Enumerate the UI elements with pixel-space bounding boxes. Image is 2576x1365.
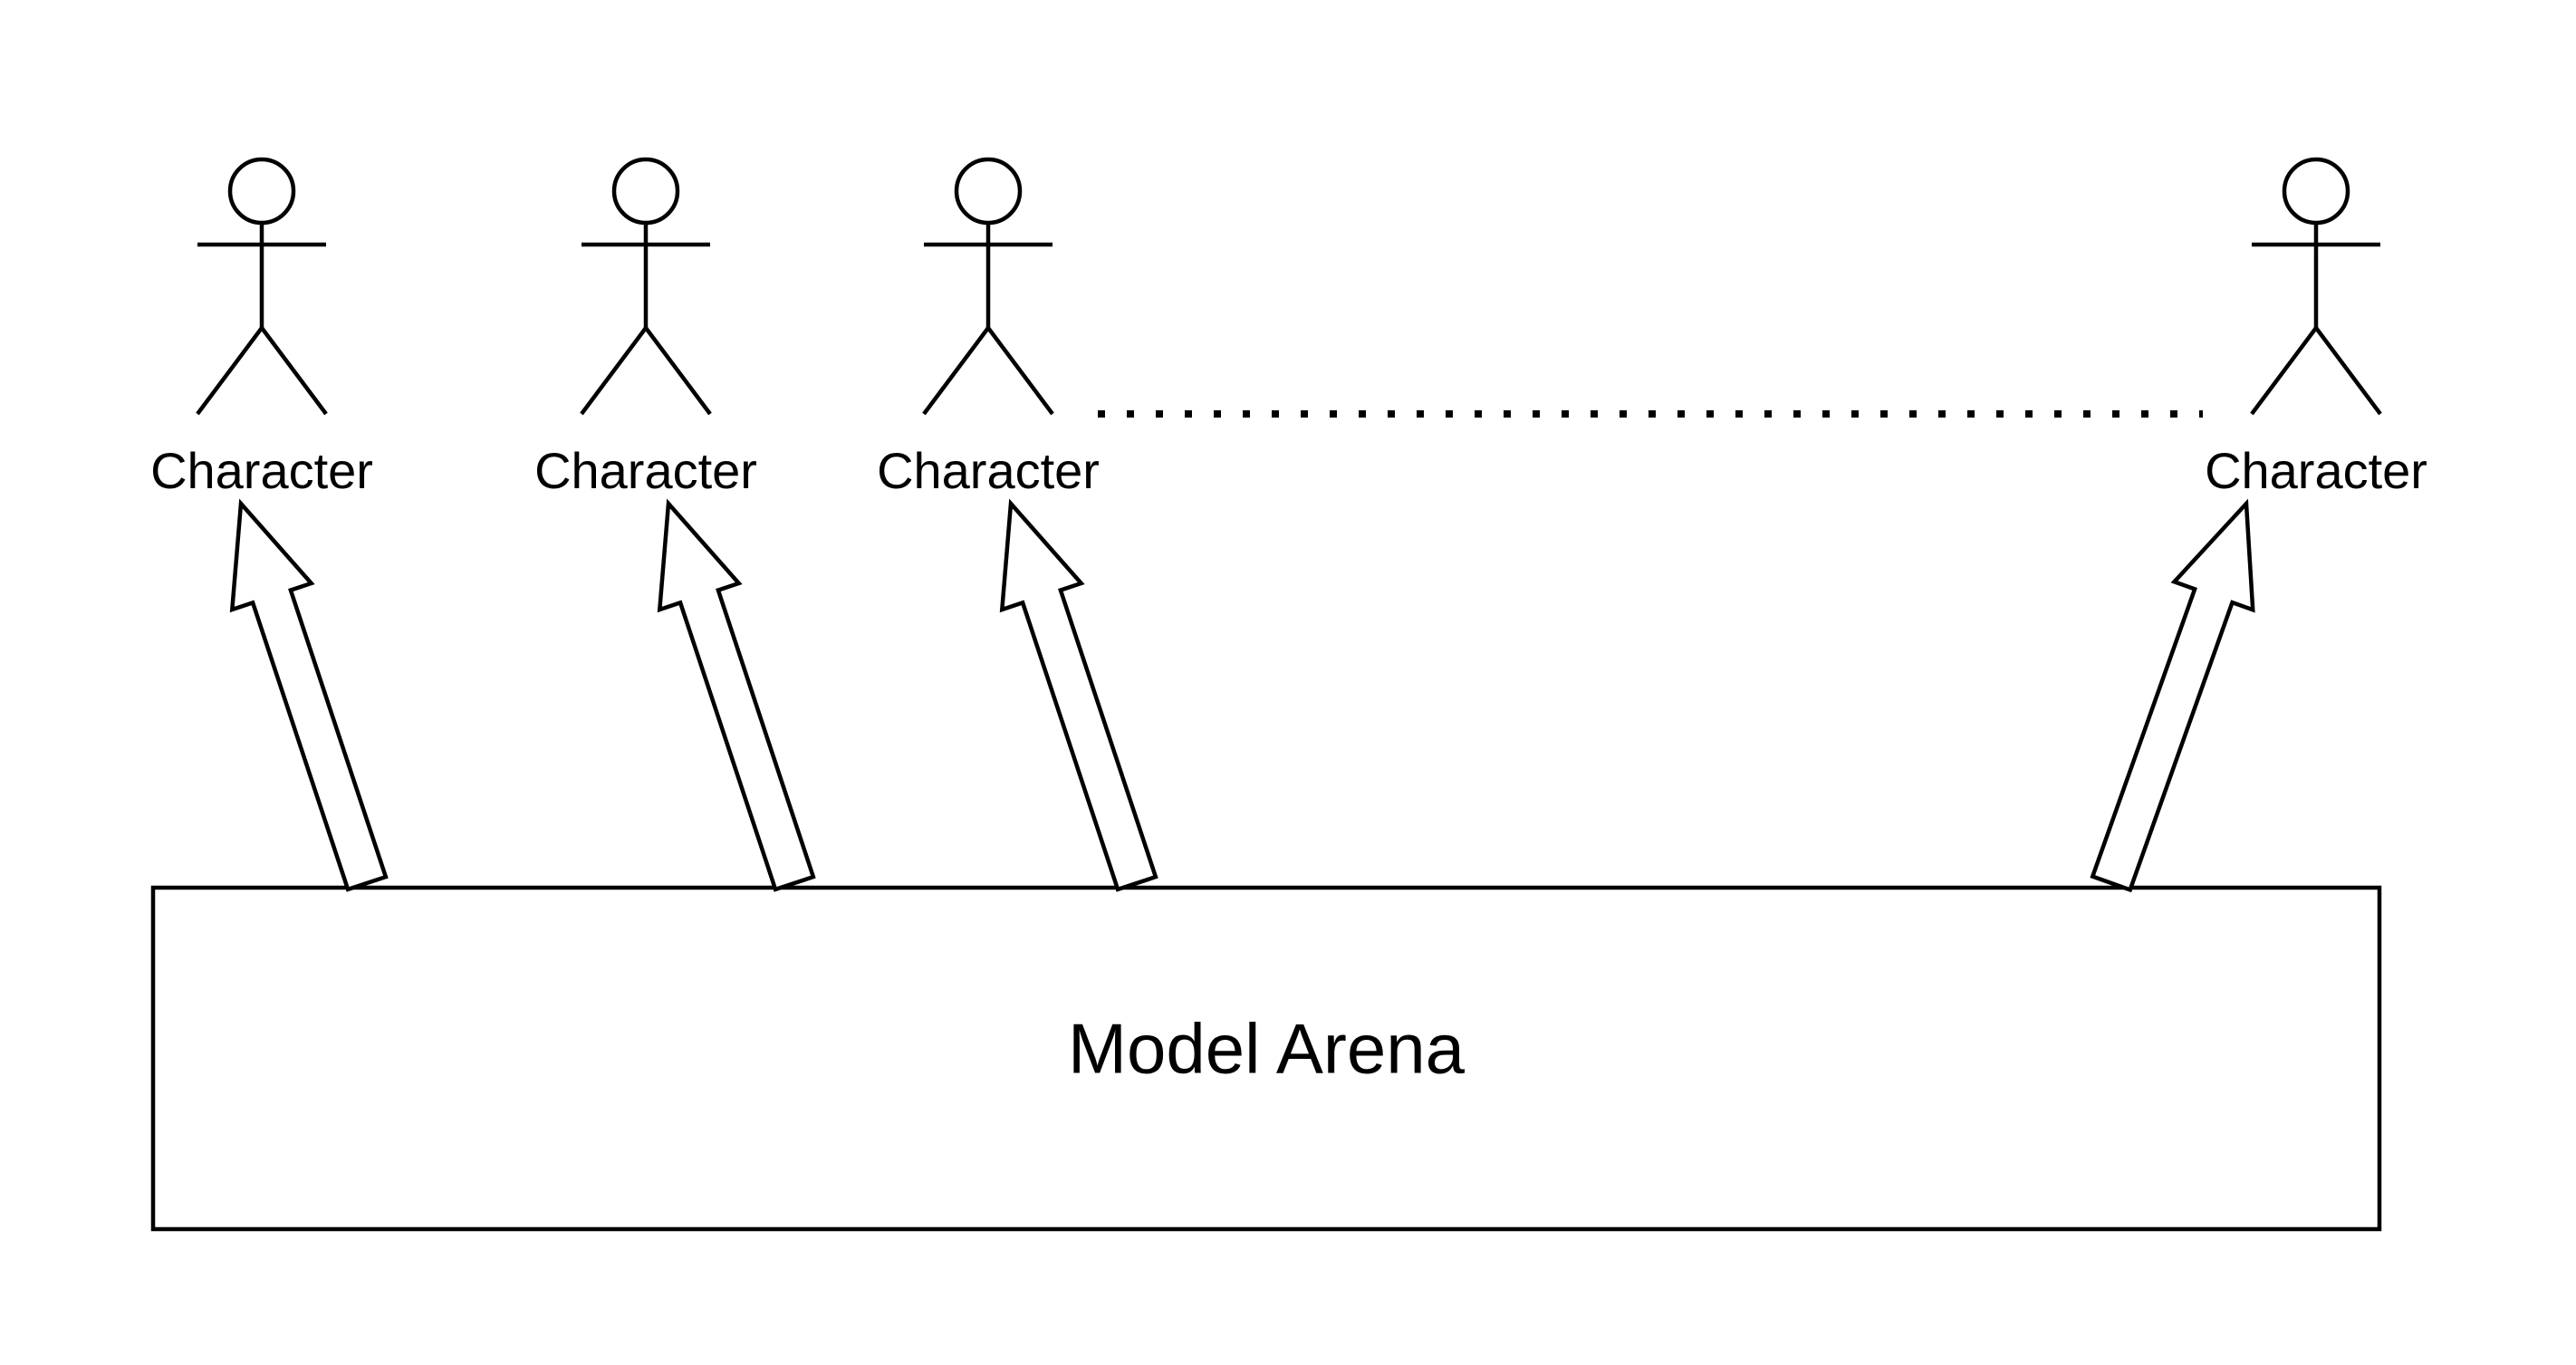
character-label: Character: [534, 442, 757, 499]
model-arena-box: Model Arena: [150, 885, 2382, 1232]
character-actor-4: Character: [2205, 157, 2427, 499]
character-label: Character: [150, 442, 373, 499]
character-label: Character: [877, 442, 1100, 499]
block-arrow-1: [229, 498, 389, 892]
model-arena-label: Model Arena: [1068, 1009, 1466, 1089]
stick-figure-icon: [922, 157, 1054, 416]
stick-figure-icon: [580, 157, 712, 416]
stick-figure-icon: [2250, 157, 2382, 416]
character-actor-2: Character: [534, 157, 757, 499]
block-arrow-3: [999, 498, 1158, 892]
block-arrow-2: [657, 498, 816, 892]
arrows-group: [229, 498, 2255, 893]
character-label: Character: [2205, 442, 2427, 499]
character-actor-1: Character: [150, 157, 373, 499]
stick-figure-icon: [196, 157, 328, 416]
character-actor-3: Character: [877, 157, 1100, 499]
block-arrow-4: [2090, 498, 2255, 893]
